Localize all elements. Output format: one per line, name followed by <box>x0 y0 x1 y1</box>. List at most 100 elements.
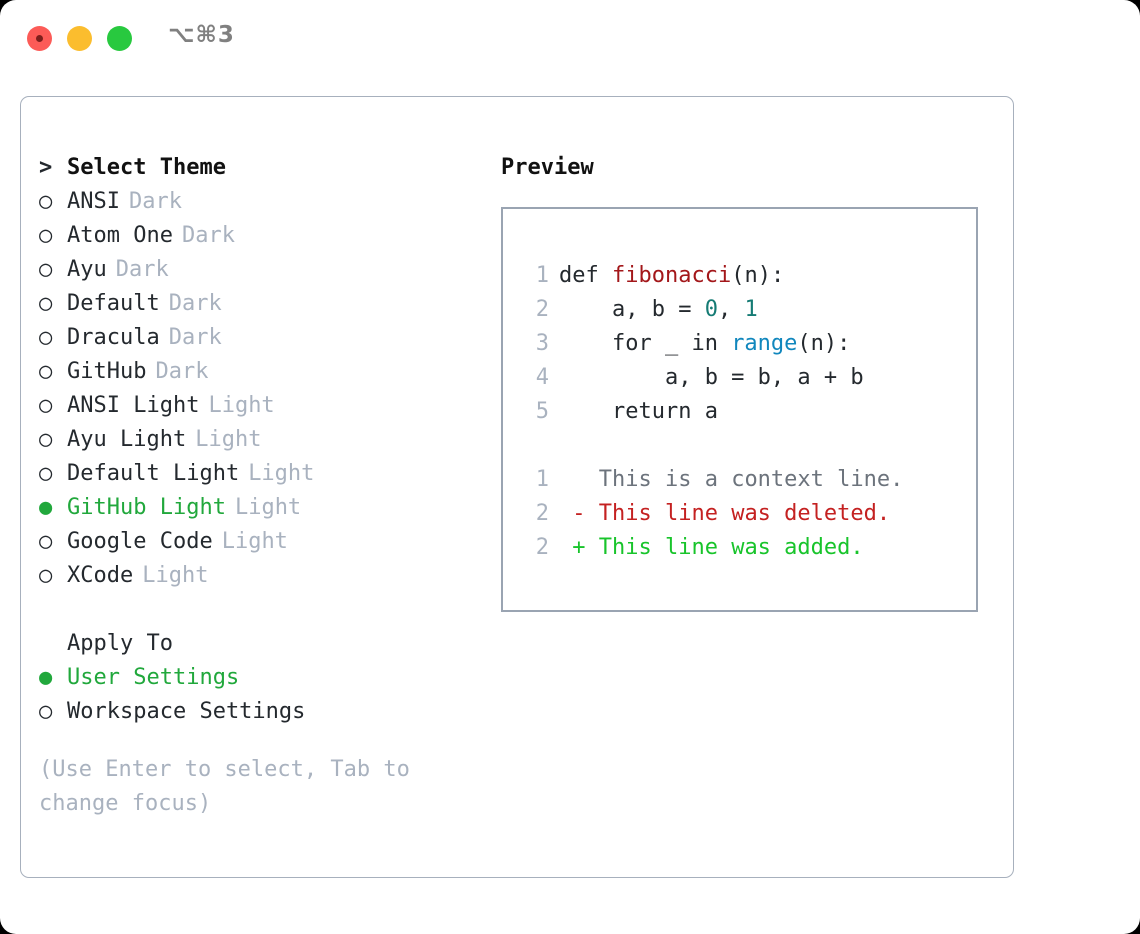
code-token: a, b = <box>559 297 705 322</box>
radio-unselected-icon[interactable]: ○ <box>39 325 53 350</box>
code-token: 1 <box>744 297 758 322</box>
line-number: 2 <box>535 535 549 560</box>
radio-selected-icon[interactable]: ● <box>39 495 53 520</box>
theme-list-heading: >Select Theme <box>39 151 479 185</box>
apply-to-option[interactable]: ○ Workspace Settings <box>39 695 479 729</box>
code-token: return a <box>559 399 718 424</box>
theme-option-label: GitHub <box>67 359 147 384</box>
theme-option-variant: Dark <box>155 359 209 384</box>
code-token: (n): <box>797 331 851 356</box>
theme-option-label: XCode <box>67 563 134 588</box>
theme-option[interactable]: ○ Google Code Light <box>39 525 479 559</box>
code-token: (n): <box>731 263 785 288</box>
theme-option[interactable]: ● GitHub Light Light <box>39 491 479 525</box>
theme-option-label: Default Light <box>67 461 240 486</box>
theme-option-label: Dracula <box>67 325 160 350</box>
radio-unselected-icon[interactable]: ○ <box>39 427 53 452</box>
radio-unselected-icon[interactable]: ○ <box>39 291 53 316</box>
minimize-window-button[interactable] <box>67 26 92 51</box>
line-number: 1 <box>535 467 549 492</box>
theme-option-variant: Dark <box>168 291 222 316</box>
code-token: 0 <box>704 297 718 322</box>
diff-line: 2 - This line was deleted. <box>503 497 976 531</box>
theme-option[interactable]: ○ Dracula Dark <box>39 321 479 355</box>
preview-title: Preview <box>501 155 594 180</box>
theme-option-variant: Dark <box>115 257 169 282</box>
code-line: 5 return a <box>503 395 976 429</box>
code-line: 2 a, b = 0, 1 <box>503 293 976 327</box>
radio-unselected-icon[interactable]: ○ <box>39 257 53 282</box>
close-window-button[interactable] <box>27 26 52 51</box>
code-line: 4 a, b = b, a + b <box>503 361 976 395</box>
apply-to-heading: ○Apply To <box>39 627 479 661</box>
line-number: 3 <box>535 331 549 356</box>
line-number: 1 <box>535 263 549 288</box>
radio-selected-icon[interactable]: ● <box>39 665 53 690</box>
code-token: for _ in <box>559 331 732 356</box>
theme-option-label: ANSI Light <box>67 393 200 418</box>
section-spacer <box>39 593 479 627</box>
maximize-window-button[interactable] <box>107 26 132 51</box>
line-number: 2 <box>535 297 549 322</box>
diff-marker <box>559 467 586 492</box>
heading-indent-spacer: ○ <box>39 627 67 661</box>
diff-line: 2 + This line was added. <box>503 531 976 565</box>
code-diff-spacer <box>503 429 976 463</box>
theme-option[interactable]: ○ XCode Light <box>39 559 479 593</box>
apply-to-option-label: Workspace Settings <box>67 699 306 724</box>
radio-unselected-icon[interactable]: ○ <box>39 359 53 384</box>
theme-option-variant: Light <box>195 427 262 452</box>
apply-to-option[interactable]: ● User Settings <box>39 661 479 695</box>
code-token: range <box>731 331 798 356</box>
radio-unselected-icon[interactable]: ○ <box>39 223 53 248</box>
theme-option-label: Default <box>67 291 160 316</box>
radio-unselected-icon[interactable]: ○ <box>39 529 53 554</box>
radio-unselected-icon[interactable]: ○ <box>39 699 53 724</box>
theme-option[interactable]: ○ Ayu Dark <box>39 253 479 287</box>
radio-unselected-icon[interactable]: ○ <box>39 189 53 214</box>
theme-option-variant: Light <box>142 563 209 588</box>
code-token: , <box>717 297 745 322</box>
theme-option[interactable]: ○ GitHub Dark <box>39 355 479 389</box>
theme-option-label: Ayu <box>67 257 107 282</box>
line-number: 2 <box>535 501 549 526</box>
theme-option-label: Ayu Light <box>67 427 187 452</box>
theme-option-label: ANSI <box>67 189 120 214</box>
window-titlebar: ⌥⌘3 <box>0 0 1140 78</box>
theme-option-variant: Dark <box>168 325 222 350</box>
code-line: 3 for _ in range(n): <box>503 327 976 361</box>
radio-unselected-icon[interactable]: ○ <box>39 461 53 486</box>
keyboard-hint: (Use Enter to select, Tab to change focu… <box>39 757 410 816</box>
theme-option[interactable]: ○ Default Dark <box>39 287 479 321</box>
diff-line: 1 This is a context line. <box>503 463 976 497</box>
theme-option-label: Atom One <box>67 223 173 248</box>
theme-option-variant: Dark <box>181 223 235 248</box>
radio-unselected-icon[interactable]: ○ <box>39 393 53 418</box>
theme-option-variant: Light <box>234 495 302 520</box>
apply-to-list[interactable]: ○Apply To●User Settings○Workspace Settin… <box>39 627 479 729</box>
diff-marker: + <box>559 535 586 560</box>
theme-option[interactable]: ○ Atom One Dark <box>39 219 479 253</box>
apply-to-heading-label: Apply To <box>67 631 173 656</box>
theme-option[interactable]: ○ ANSI Dark <box>39 185 479 219</box>
apply-to-option-label: User Settings <box>67 665 240 690</box>
diff-marker: - <box>559 501 586 526</box>
theme-option-variant: Light <box>221 529 288 554</box>
diff-text: This is a context line. <box>585 467 904 492</box>
theme-option-label: GitHub Light <box>67 495 226 520</box>
window-title: ⌥⌘3 <box>168 22 235 48</box>
code-token: fibonacci <box>611 263 732 288</box>
radio-unselected-icon[interactable]: ○ <box>39 563 53 588</box>
theme-option[interactable]: ○ Ayu Light Light <box>39 423 479 457</box>
theme-option-label: Google Code <box>67 529 213 554</box>
caret-icon: > <box>39 155 53 180</box>
theme-option-variant: Dark <box>128 189 182 214</box>
